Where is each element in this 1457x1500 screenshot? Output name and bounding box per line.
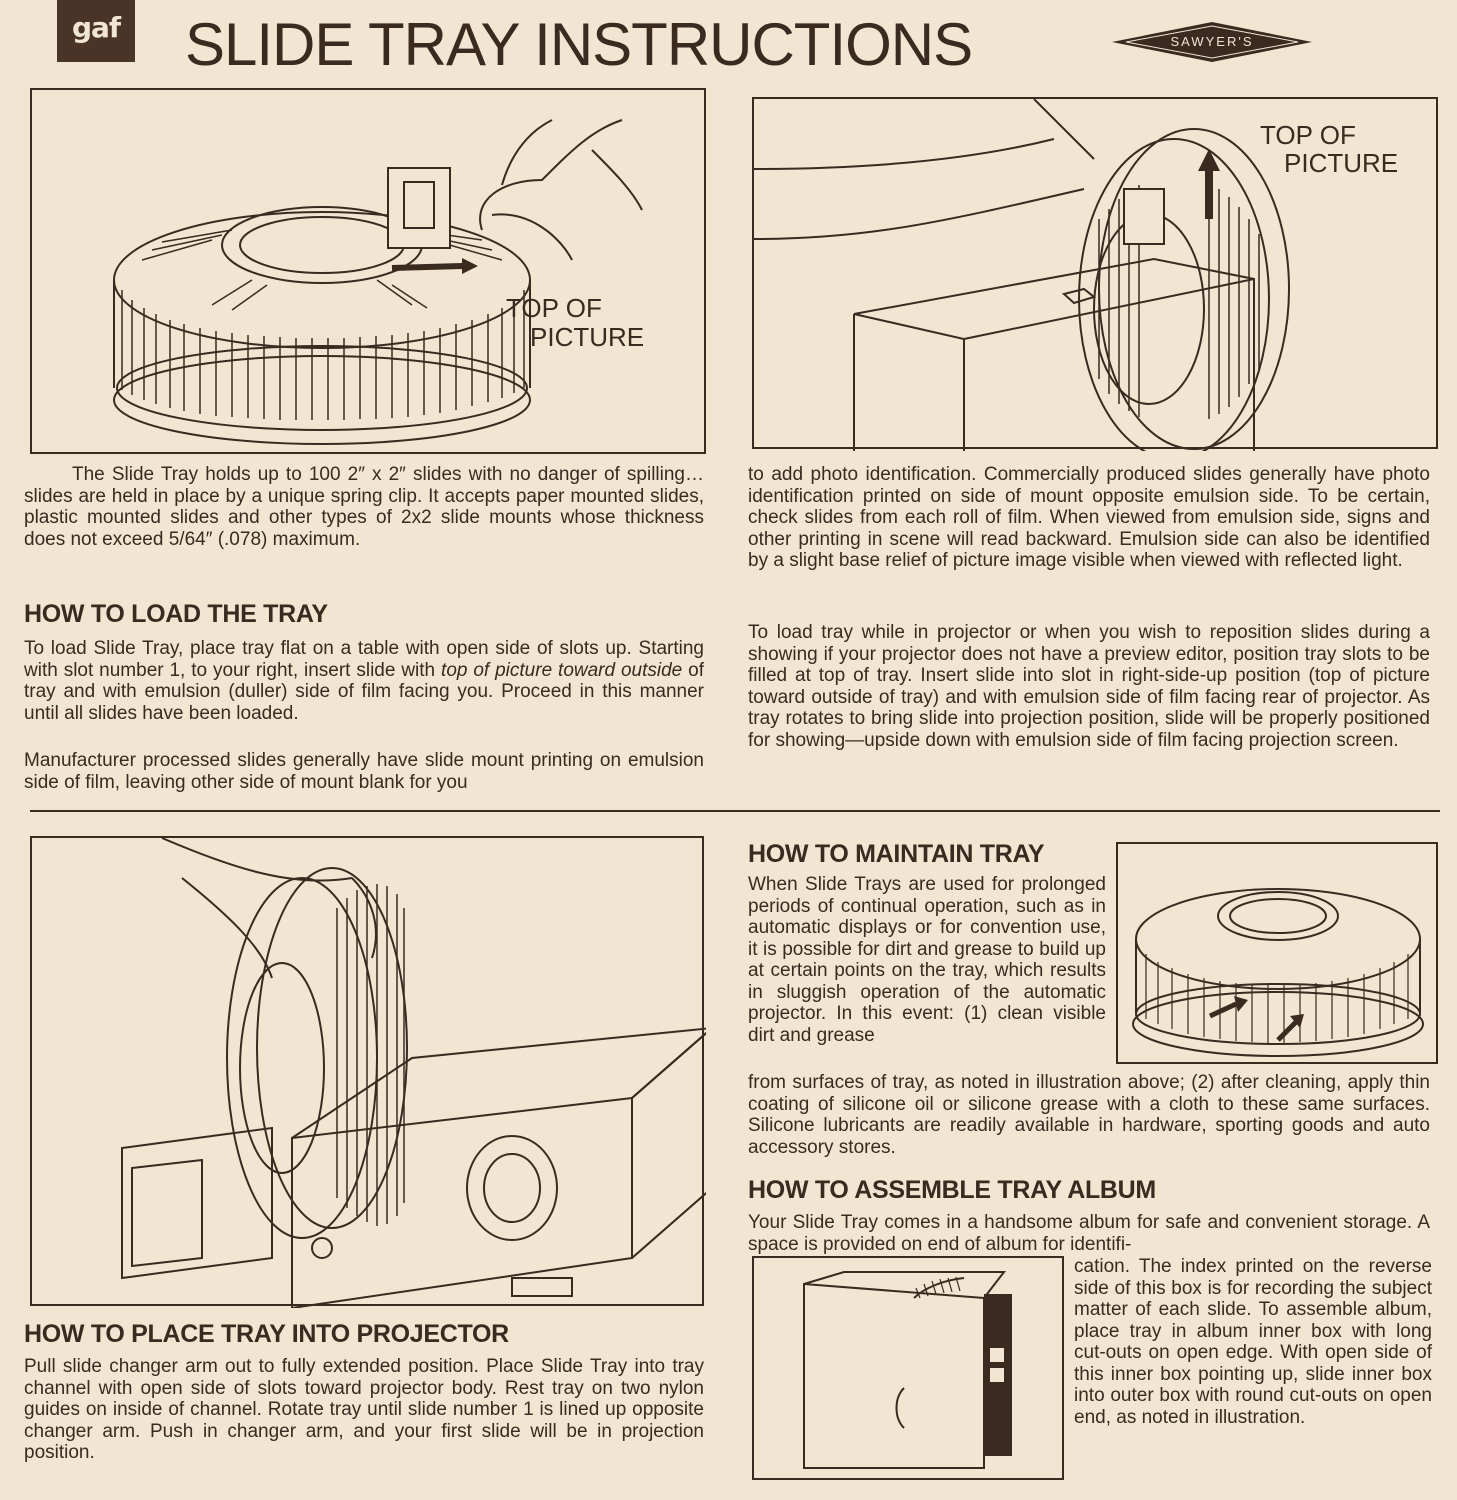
gaf-logo: gaf	[57, 0, 135, 62]
fig1-caption-line1: TOP OF	[506, 293, 602, 323]
placing-tray-illustration	[121, 838, 706, 1308]
figure-place-tray	[30, 836, 706, 1308]
maintain-paragraph-narrow: When Slide Trays are used for prolonged …	[748, 874, 1106, 1046]
heading-load-tray: HOW TO LOAD THE TRAY	[24, 600, 328, 628]
load-p1-before: To load Slide Tray, place tray flat on a…	[24, 638, 704, 681]
load-p1-after: of tray and with emulsion (duller) side …	[24, 659, 704, 724]
heading-place-tray: HOW TO PLACE TRAY INTO PROJECTOR	[24, 1320, 509, 1348]
load-paragraph-2: Manufacturer processed slides generally …	[24, 750, 704, 793]
tray-album-illustration	[803, 1271, 1012, 1469]
sawyers-logo: SAWYER'S	[1112, 20, 1312, 70]
tray-on-projector-illustration	[754, 99, 1290, 451]
maintain-paragraph-wide: from surfaces of tray, as noted in illus…	[748, 1072, 1430, 1158]
fig1-caption-line2: PICTURE	[530, 322, 645, 352]
assemble-paragraph-narrow: cation. The index printed on the reverse…	[1074, 1256, 1432, 1428]
fig2-caption-line2: PICTURE	[1284, 148, 1399, 178]
sawyers-logo-diamond	[1112, 22, 1312, 62]
fig2-caption-line1: TOP OF	[1260, 120, 1356, 150]
figure-maintain-tray	[1116, 842, 1438, 1064]
place-paragraph: Pull slide changer arm out to fully exte…	[24, 1356, 704, 1463]
slide-tray-flat-illustration	[113, 119, 643, 445]
identification-paragraph: to add photo identification. Commerciall…	[748, 464, 1430, 571]
section-divider	[30, 810, 1440, 812]
load-paragraph-1: To load Slide Tray, place tray flat on a…	[24, 638, 704, 724]
heading-assemble-album: HOW TO ASSEMBLE TRAY ALBUM	[748, 1176, 1156, 1204]
assemble-paragraph-wide: Your Slide Tray comes in a handsome albu…	[748, 1212, 1430, 1255]
load-p1-emphasis: top of picture toward outside	[441, 659, 683, 681]
figure-assemble-album	[752, 1256, 1064, 1480]
brand-name: SAWYER'S	[1170, 34, 1254, 49]
intro-paragraph: The Slide Tray holds up to 100 2″ x 2″ s…	[24, 464, 704, 550]
figure-load-tray: TOP OF PICTURE	[30, 88, 706, 454]
figure-reposition-slides: TOP OF PICTURE	[752, 97, 1438, 451]
heading-maintain-tray: HOW TO MAINTAIN TRAY	[748, 840, 1045, 868]
tray-maintenance-illustration	[1132, 888, 1424, 1057]
reposition-paragraph: To load tray while in projector or when …	[748, 622, 1430, 751]
page-title: SLIDE TRAY INSTRUCTIONS	[185, 11, 973, 78]
